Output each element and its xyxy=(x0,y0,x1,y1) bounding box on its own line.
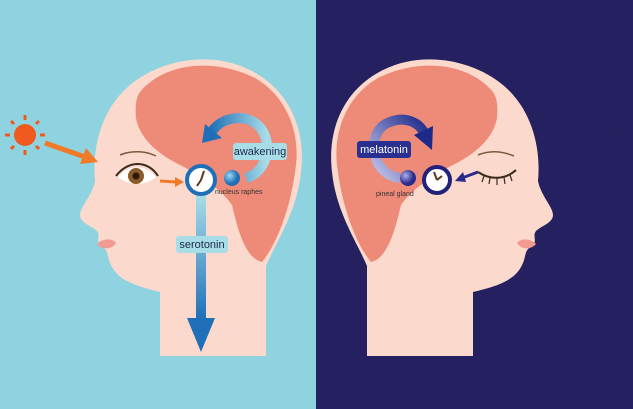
melatonin-arrow xyxy=(369,114,430,183)
pineal-gland-ball xyxy=(400,170,416,186)
awakening-label-box xyxy=(233,143,287,160)
awakening-arrow xyxy=(205,112,272,183)
pineal-gland-label: pineal gland xyxy=(376,191,414,198)
melatonin-label: melatonin xyxy=(360,144,408,156)
closed-eye-icon xyxy=(477,151,517,185)
serotonin-label: serotonin xyxy=(179,239,224,251)
light-arrow xyxy=(44,140,98,164)
serotonin-arrow xyxy=(196,195,206,320)
eye-signal-arrow-night xyxy=(455,170,479,182)
serotonin-arrowhead xyxy=(187,318,215,352)
eye-signal-arrow xyxy=(159,177,184,187)
awakening-label: awakening xyxy=(234,146,287,158)
awakening-arrowhead xyxy=(202,124,222,143)
nucleus-raphes-ball xyxy=(224,170,240,186)
melatonin-arrowhead xyxy=(414,126,433,150)
night-clock-icon xyxy=(422,165,452,195)
nucleus-raphes-label: nucleus raphes xyxy=(215,189,263,196)
day-clock-icon xyxy=(185,164,217,196)
melatonin-label-box xyxy=(357,141,411,158)
serotonin-label-box xyxy=(176,236,228,253)
sun-icon xyxy=(5,115,45,155)
open-eye-icon xyxy=(115,151,159,184)
